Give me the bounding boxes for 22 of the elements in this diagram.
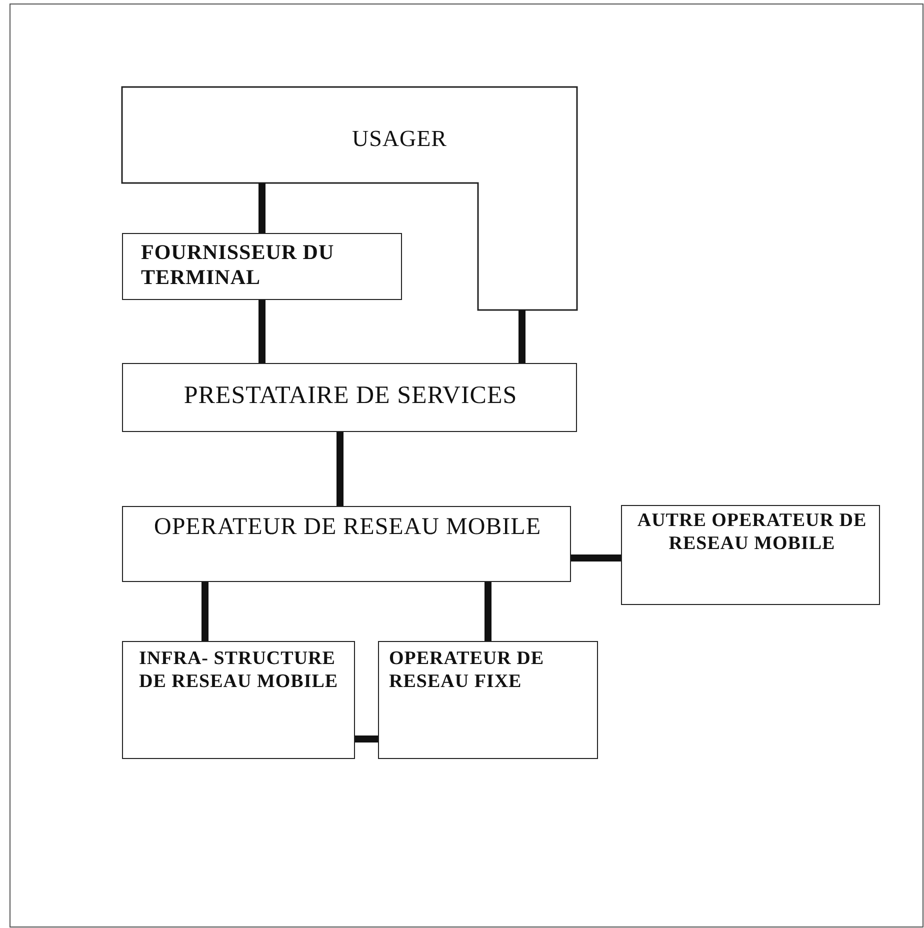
connector-line [484, 582, 492, 641]
box-label: FOURNISSEUR DU TERMINAL [141, 240, 336, 290]
connector-line [518, 310, 526, 363]
connector-line [336, 432, 344, 506]
box-label: USAGER [350, 125, 448, 153]
process-box [122, 233, 402, 300]
box-label: OPERATEUR DE RESEAU FIXE [389, 648, 546, 694]
process-box [621, 505, 880, 605]
process-box [122, 641, 355, 759]
connector-line [258, 300, 266, 363]
box-label: AUTRE OPERATEUR DE RESEAU MOBILE [636, 510, 868, 556]
connector-line [258, 183, 266, 233]
process-box [122, 363, 577, 432]
box-label: PRESTATAIRE DE SERVICES [182, 381, 518, 411]
connector-line [355, 736, 378, 742]
box-label: INFRA- STRUCTURE DE RESEAU MOBILE [139, 648, 339, 694]
process-box [122, 506, 571, 582]
box-label: OPERATEUR DE RESEAU MOBILE [152, 513, 542, 542]
connector-line [571, 554, 621, 562]
l-shaped-box [122, 87, 577, 310]
connector-line [202, 582, 208, 641]
process-box [378, 641, 598, 759]
